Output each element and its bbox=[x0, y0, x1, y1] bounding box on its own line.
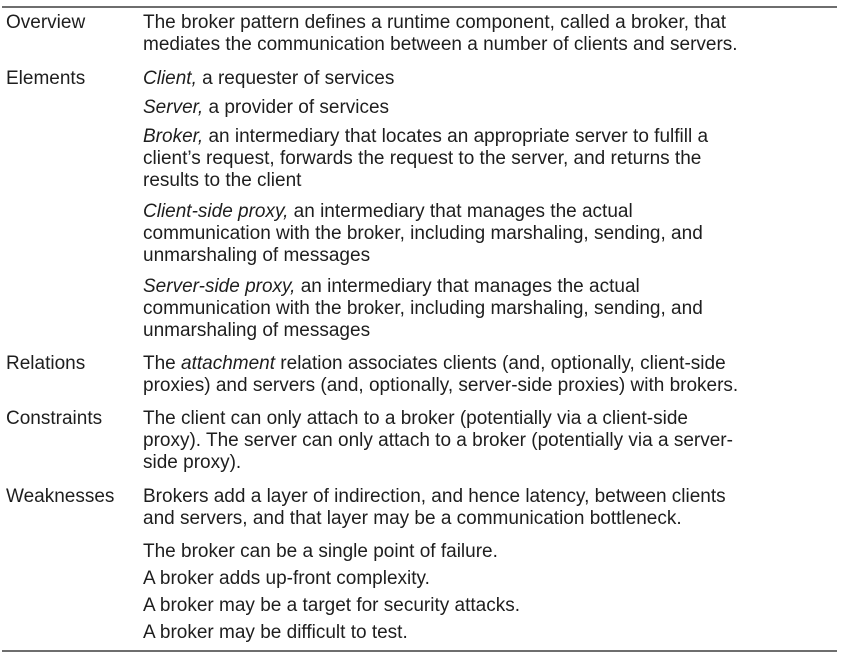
constraints-text: The client can only attach to a broker (… bbox=[143, 408, 733, 474]
relations-pre: The bbox=[143, 353, 182, 374]
row-label-elements: Elements bbox=[6, 68, 86, 89]
element-broker-desc: an intermediary that locates an appropri… bbox=[203, 126, 709, 147]
element-server-side-proxy: Server-side proxy, an intermediary that … bbox=[143, 276, 703, 342]
element-server-proxy-line-3: unmarshaling of messages bbox=[143, 320, 371, 341]
element-client-proxy-line-3: unmarshaling of messages bbox=[143, 245, 371, 266]
element-server-desc: a provider of services bbox=[203, 97, 390, 118]
element-server-proxy-line-2: communication with the broker, including… bbox=[143, 298, 703, 319]
element-broker: Broker, an intermediary that locates an … bbox=[143, 126, 708, 192]
constraints-line-2: proxy). The server can only attach to a … bbox=[143, 430, 733, 451]
element-server-term: Server, bbox=[143, 97, 204, 118]
row-label-relations: Relations bbox=[6, 353, 86, 374]
constraints-line-3: side proxy). bbox=[143, 452, 242, 473]
element-broker-line-3: results to the client bbox=[143, 170, 302, 191]
element-server-proxy-desc: an intermediary that manages the actual bbox=[295, 276, 640, 297]
element-client-proxy-line-2: communication with the broker, including… bbox=[143, 223, 703, 244]
element-client-proxy-desc: an intermediary that manages the actual bbox=[288, 201, 633, 222]
overview-text: The broker pattern defines a runtime com… bbox=[143, 12, 738, 56]
table-bottom-rule bbox=[2, 650, 837, 652]
element-server-proxy-line-1: Server-side proxy, an intermediary that … bbox=[143, 276, 703, 298]
element-client-proxy-term: Client-side proxy, bbox=[143, 201, 289, 222]
row-label-constraints: Constraints bbox=[6, 408, 103, 429]
constraints-line-1: The client can only attach to a broker (… bbox=[143, 408, 688, 429]
element-server-line-1: Server, a provider of services bbox=[143, 97, 389, 119]
element-server: Server, a provider of services bbox=[143, 97, 389, 119]
weakness-complexity: A broker adds up-front complexity. bbox=[143, 568, 430, 589]
element-client-desc: a requester of services bbox=[196, 68, 395, 89]
element-client-side-proxy: Client-side proxy, an intermediary that … bbox=[143, 201, 703, 267]
element-broker-line-2: client’s request, forwards the request t… bbox=[143, 148, 702, 169]
relations-line-2: proxies) and servers (and, optionally, s… bbox=[143, 375, 739, 396]
row-label-weaknesses: Weaknesses bbox=[6, 486, 115, 507]
weakness-indirection: Brokers add a layer of indirection, and … bbox=[143, 486, 726, 530]
element-client-proxy-line-1: Client-side proxy, an intermediary that … bbox=[143, 201, 703, 223]
row-label-overview: Overview bbox=[6, 12, 86, 33]
weakness-indirection-line-2: and servers, and that layer may be a com… bbox=[143, 508, 682, 529]
element-client-term: Client, bbox=[143, 68, 197, 89]
table-top-rule bbox=[2, 6, 837, 8]
overview-line-1: The broker pattern defines a runtime com… bbox=[143, 12, 726, 33]
weakness-security: A broker may be a target for security at… bbox=[143, 595, 520, 616]
relations-term: attachment bbox=[181, 353, 276, 374]
weakness-indirection-line-1: Brokers add a layer of indirection, and … bbox=[143, 486, 726, 507]
element-server-proxy-term: Server-side proxy, bbox=[143, 276, 296, 297]
weakness-single-point-of-failure: The broker can be a single point of fail… bbox=[143, 541, 498, 562]
element-client-line-1: Client, a requester of services bbox=[143, 68, 394, 90]
weakness-testing: A broker may be difficult to test. bbox=[143, 622, 408, 643]
relations-desc: relation associates clients (and, option… bbox=[275, 353, 726, 374]
element-broker-term: Broker, bbox=[143, 126, 204, 147]
relations-line-1: The attachment relation associates clien… bbox=[143, 353, 738, 375]
element-client: Client, a requester of services bbox=[143, 68, 394, 90]
relations-text: The attachment relation associates clien… bbox=[143, 353, 738, 397]
overview-line-2: mediates the communication between a num… bbox=[143, 34, 738, 55]
element-broker-line-1: Broker, an intermediary that locates an … bbox=[143, 126, 708, 148]
